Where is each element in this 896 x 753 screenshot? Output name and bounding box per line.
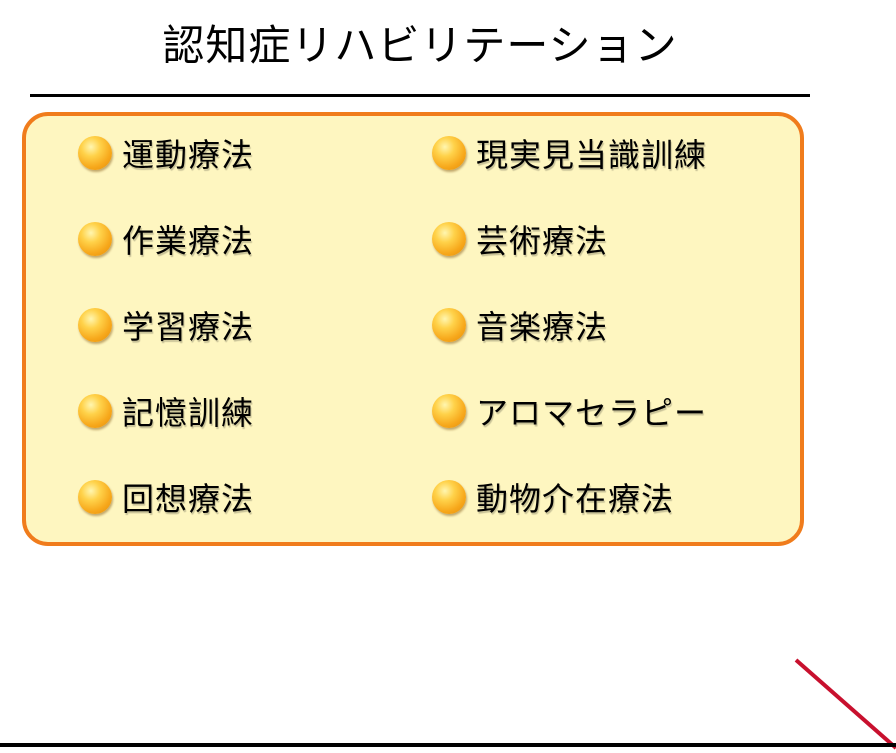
therapy-list-left-column: 運動療法 作業療法 学習療法 記憶訓練 回想療法: [78, 116, 254, 540]
orange-ball-icon: [78, 308, 112, 342]
therapy-list-right-column: 現実見当識訓練 芸術療法 音楽療法 アロマセラピー 動物介在療法: [432, 116, 707, 540]
therapy-label: 動物介在療法: [476, 480, 675, 518]
orange-ball-icon: [78, 480, 112, 514]
list-item: 記憶訓練: [78, 368, 254, 454]
orange-ball-icon: [432, 394, 466, 428]
therapy-label: 記憶訓練: [122, 394, 255, 432]
therapy-label: 音楽療法: [476, 308, 609, 346]
red-diagonal-stroke: [794, 658, 896, 750]
orange-ball-icon: [432, 308, 466, 342]
list-item: 動物介在療法: [432, 454, 707, 540]
list-item: 回想療法: [78, 454, 254, 540]
orange-ball-icon: [78, 394, 112, 428]
therapy-label: 学習療法: [122, 308, 255, 346]
list-item: 学習療法: [78, 282, 254, 368]
therapy-label: 芸術療法: [476, 222, 609, 260]
therapy-label: 作業療法: [122, 222, 255, 260]
orange-ball-icon: [432, 222, 466, 256]
therapy-label: 回想療法: [122, 480, 255, 518]
slide-title: 認知症リハビリテーション: [162, 21, 678, 70]
list-item: 運動療法: [78, 110, 254, 196]
orange-ball-icon: [432, 480, 466, 514]
list-item: 芸術療法: [432, 196, 707, 282]
list-item: 作業療法: [78, 196, 254, 282]
therapy-list-panel: 運動療法 作業療法 学習療法 記憶訓練 回想療法 現実見当識訓練 芸術療法: [22, 112, 804, 546]
therapy-label: 運動療法: [122, 136, 255, 174]
therapy-label: 現実見当識訓練: [476, 136, 708, 174]
list-item: 音楽療法: [432, 282, 707, 368]
orange-ball-icon: [78, 222, 112, 256]
list-item: 現実見当識訓練: [432, 110, 707, 196]
orange-ball-icon: [78, 136, 112, 170]
bottom-divider: [0, 743, 896, 747]
therapy-label: アロマセラピー: [476, 394, 708, 432]
orange-ball-icon: [432, 136, 466, 170]
title-divider: [30, 94, 810, 97]
list-item: アロマセラピー: [432, 368, 707, 454]
